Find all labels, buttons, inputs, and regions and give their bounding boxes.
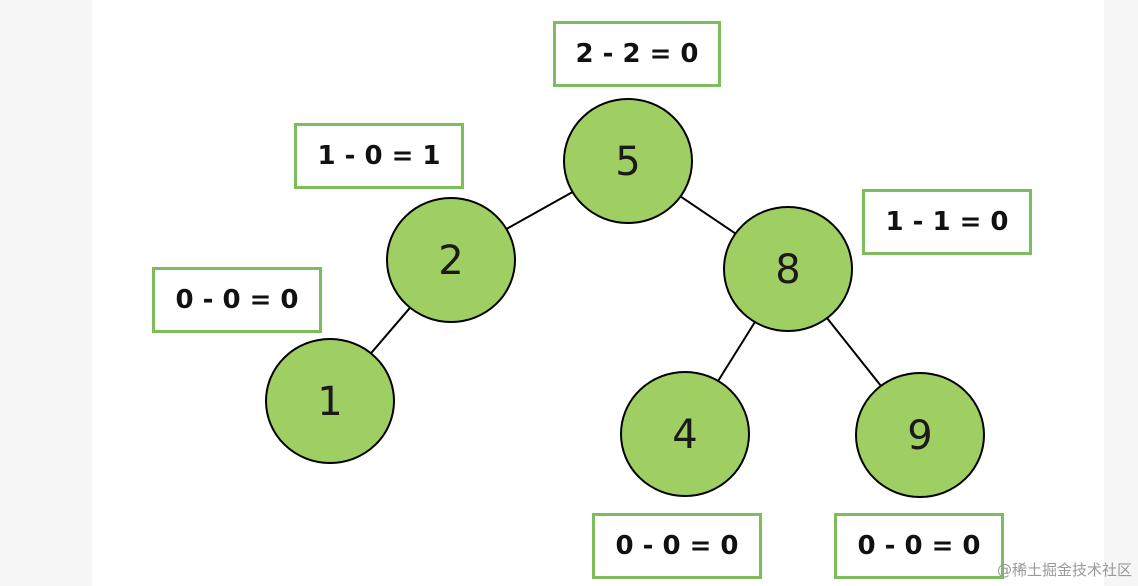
watermark-text: @稀土掘金技术社区 (996, 561, 1132, 579)
node-label: 1 (317, 379, 342, 425)
edge-n5-n2 (504, 190, 575, 231)
balance-label-n4: 0 - 0 = 0 (592, 513, 762, 579)
node-circle (265, 338, 395, 464)
edge-n8-n4 (716, 321, 757, 382)
balance-label-n1: 0 - 0 = 0 (152, 267, 322, 333)
edge-n5-n8 (678, 194, 738, 236)
tree-node-4: 4 (620, 371, 750, 497)
node-label: 4 (672, 412, 697, 458)
tree-node-9: 9 (855, 372, 985, 498)
node-circle (855, 372, 985, 498)
tree-node-2: 2 (386, 197, 516, 323)
node-circle (386, 197, 516, 323)
node-circle (723, 206, 853, 332)
node-label: 5 (615, 139, 640, 185)
node-label: 9 (907, 413, 932, 459)
balance-label-n8: 1 - 1 = 0 (862, 189, 1032, 255)
balance-label-n9: 0 - 0 = 0 (834, 513, 1004, 579)
tree-node-8: 8 (723, 206, 853, 332)
tree-node-1: 1 (265, 338, 395, 464)
node-circle (620, 371, 750, 497)
node-circle (563, 98, 693, 224)
node-label: 8 (775, 247, 800, 293)
node-label: 2 (438, 238, 463, 284)
edge-n8-n9 (825, 316, 883, 388)
balance-label-n2: 1 - 0 = 1 (294, 123, 464, 189)
balance-label-n5: 2 - 2 = 0 (553, 21, 721, 87)
edge-n2-n1 (369, 306, 412, 355)
tree-node-5: 5 (563, 98, 693, 224)
